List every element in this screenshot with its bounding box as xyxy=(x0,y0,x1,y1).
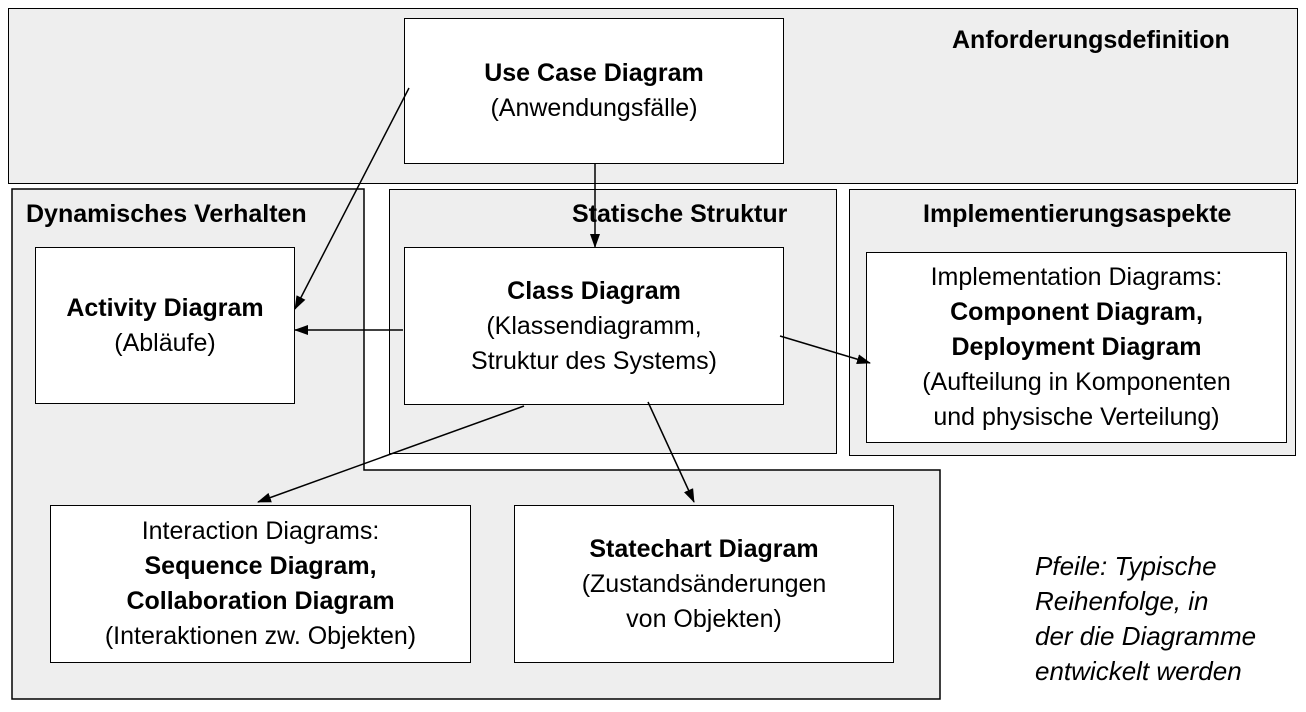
use-case-title: Use Case Diagram xyxy=(484,59,704,87)
use-case-subtitle: (Anwendungsfälle) xyxy=(490,94,698,122)
implementation-title-2: Deployment Diagram xyxy=(951,333,1202,361)
class-subtitle-2: Struktur des Systems) xyxy=(471,346,717,375)
note-line-2: Reihenfolge, in xyxy=(1035,586,1209,616)
statechart-title: Statechart Diagram xyxy=(589,534,819,563)
use-case-diagram-box: Use Case Diagram (Anwendungsfälle) xyxy=(404,18,784,164)
interaction-diagrams-box: Interaction Diagrams: Sequence Diagram, … xyxy=(50,505,471,663)
statechart-subtitle-1: (Zustandsänderungen xyxy=(581,569,827,598)
title-implementierungsaspekte: Implementierungsaspekte xyxy=(923,200,1232,228)
interaction-subtitle: (Interaktionen zw. Objekten) xyxy=(104,622,417,650)
activity-subtitle: (Abläufe) xyxy=(114,328,216,357)
class-diagram-box: Class Diagram (Klassendiagramm, Struktur… xyxy=(404,247,784,405)
arrow-note: Pfeile: Typische Reihenfolge, in der die… xyxy=(1035,549,1256,689)
title-dynamisches-verhalten: Dynamisches Verhalten xyxy=(26,200,307,228)
implementation-intro: Implementation Diagrams: xyxy=(930,263,1223,291)
activity-title: Activity Diagram xyxy=(66,293,264,322)
interaction-intro: Interaction Diagrams: xyxy=(141,517,380,545)
note-line-1: Pfeile: Typische xyxy=(1035,551,1217,581)
implementation-subtitle-2: und physische Verteilung) xyxy=(933,403,1220,431)
activity-diagram-box: Activity Diagram (Abläufe) xyxy=(35,247,295,404)
implementation-diagrams-box: Implementation Diagrams: Component Diagr… xyxy=(866,252,1287,443)
title-statische-struktur: Statische Struktur xyxy=(572,200,788,228)
statechart-subtitle-2: von Objekten) xyxy=(626,604,782,633)
note-line-3: der die Diagramme xyxy=(1035,621,1257,651)
interaction-title-2: Collaboration Diagram xyxy=(126,587,395,615)
class-title: Class Diagram xyxy=(507,276,681,305)
implementation-subtitle-1: (Aufteilung in Komponenten xyxy=(922,368,1231,396)
note-line-4: entwickelt werden xyxy=(1035,656,1242,686)
statechart-diagram-box: Statechart Diagram (Zustandsänderungen v… xyxy=(514,505,894,663)
interaction-title-1: Sequence Diagram, xyxy=(144,552,377,580)
title-anforderungsdefinition: Anforderungsdefinition xyxy=(952,26,1230,54)
implementation-title-1: Component Diagram, xyxy=(950,298,1203,326)
class-subtitle-1: (Klassendiagramm, xyxy=(486,311,702,340)
